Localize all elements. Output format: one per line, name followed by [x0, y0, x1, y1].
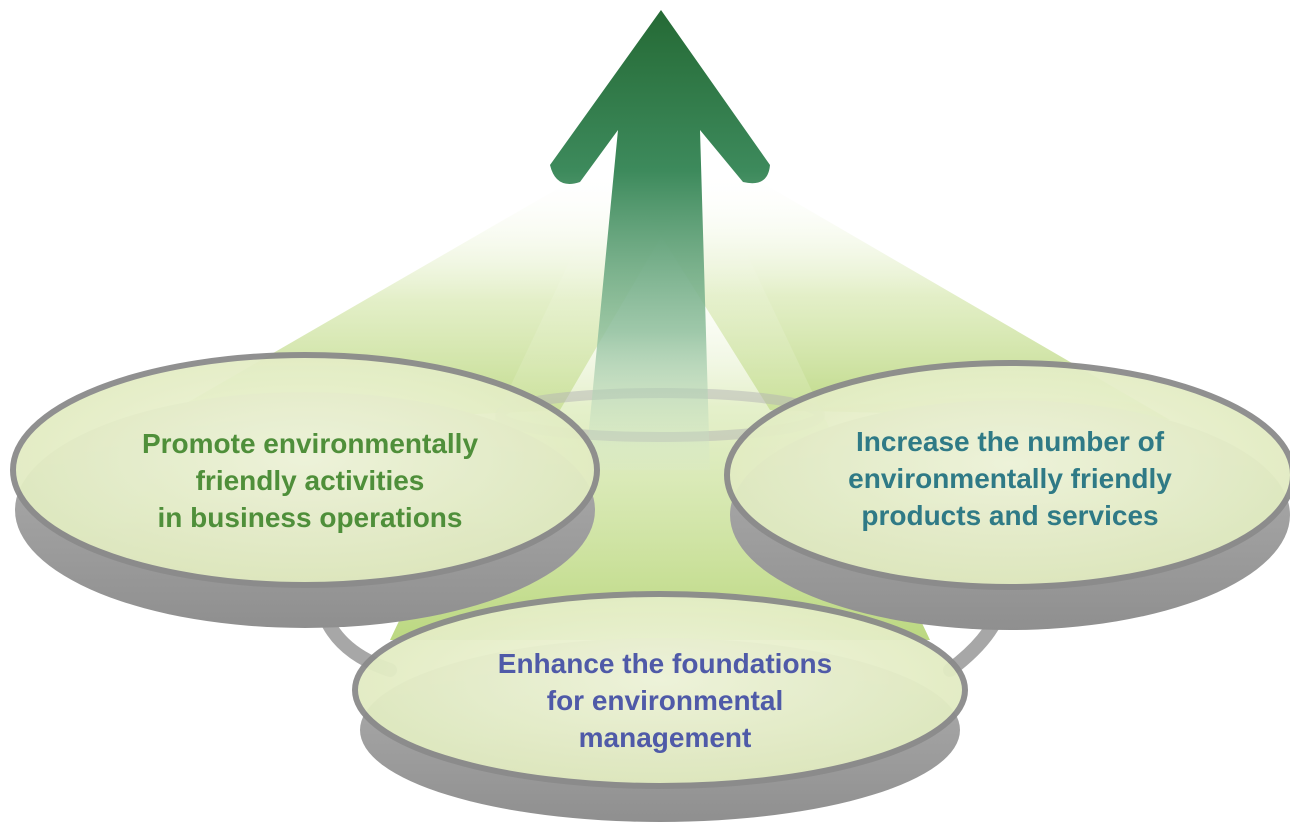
pillar-right-line-1: Increase the number of [855, 426, 1165, 457]
pillar-bottom-line-3: management [578, 722, 752, 753]
pillar-label-bottom: Enhance the foundations for environmenta… [385, 645, 945, 756]
pillar-left-line-3: in business operations [157, 502, 463, 533]
pillar-disc-right [724, 360, 1290, 630]
pillar-left-line-2: friendly activities [195, 465, 425, 496]
pillar-left-line-1: Promote environmentally [141, 428, 479, 459]
pillar-bottom-line-2: for environmental [546, 685, 784, 716]
pillar-label-left: Promote environmentally friendly activit… [40, 425, 580, 536]
pillar-disc-bottom [352, 591, 968, 822]
pillar-bottom-line-1: Enhance the foundations [497, 648, 833, 679]
pillar-disc-left [10, 352, 600, 628]
pillar-label-right: Increase the number of environmentally f… [740, 423, 1280, 534]
pillar-right-line-3: products and services [861, 500, 1159, 531]
pillar-right-line-2: environmentally friendly [848, 463, 1172, 494]
upward-arrow-icon [550, 10, 770, 470]
